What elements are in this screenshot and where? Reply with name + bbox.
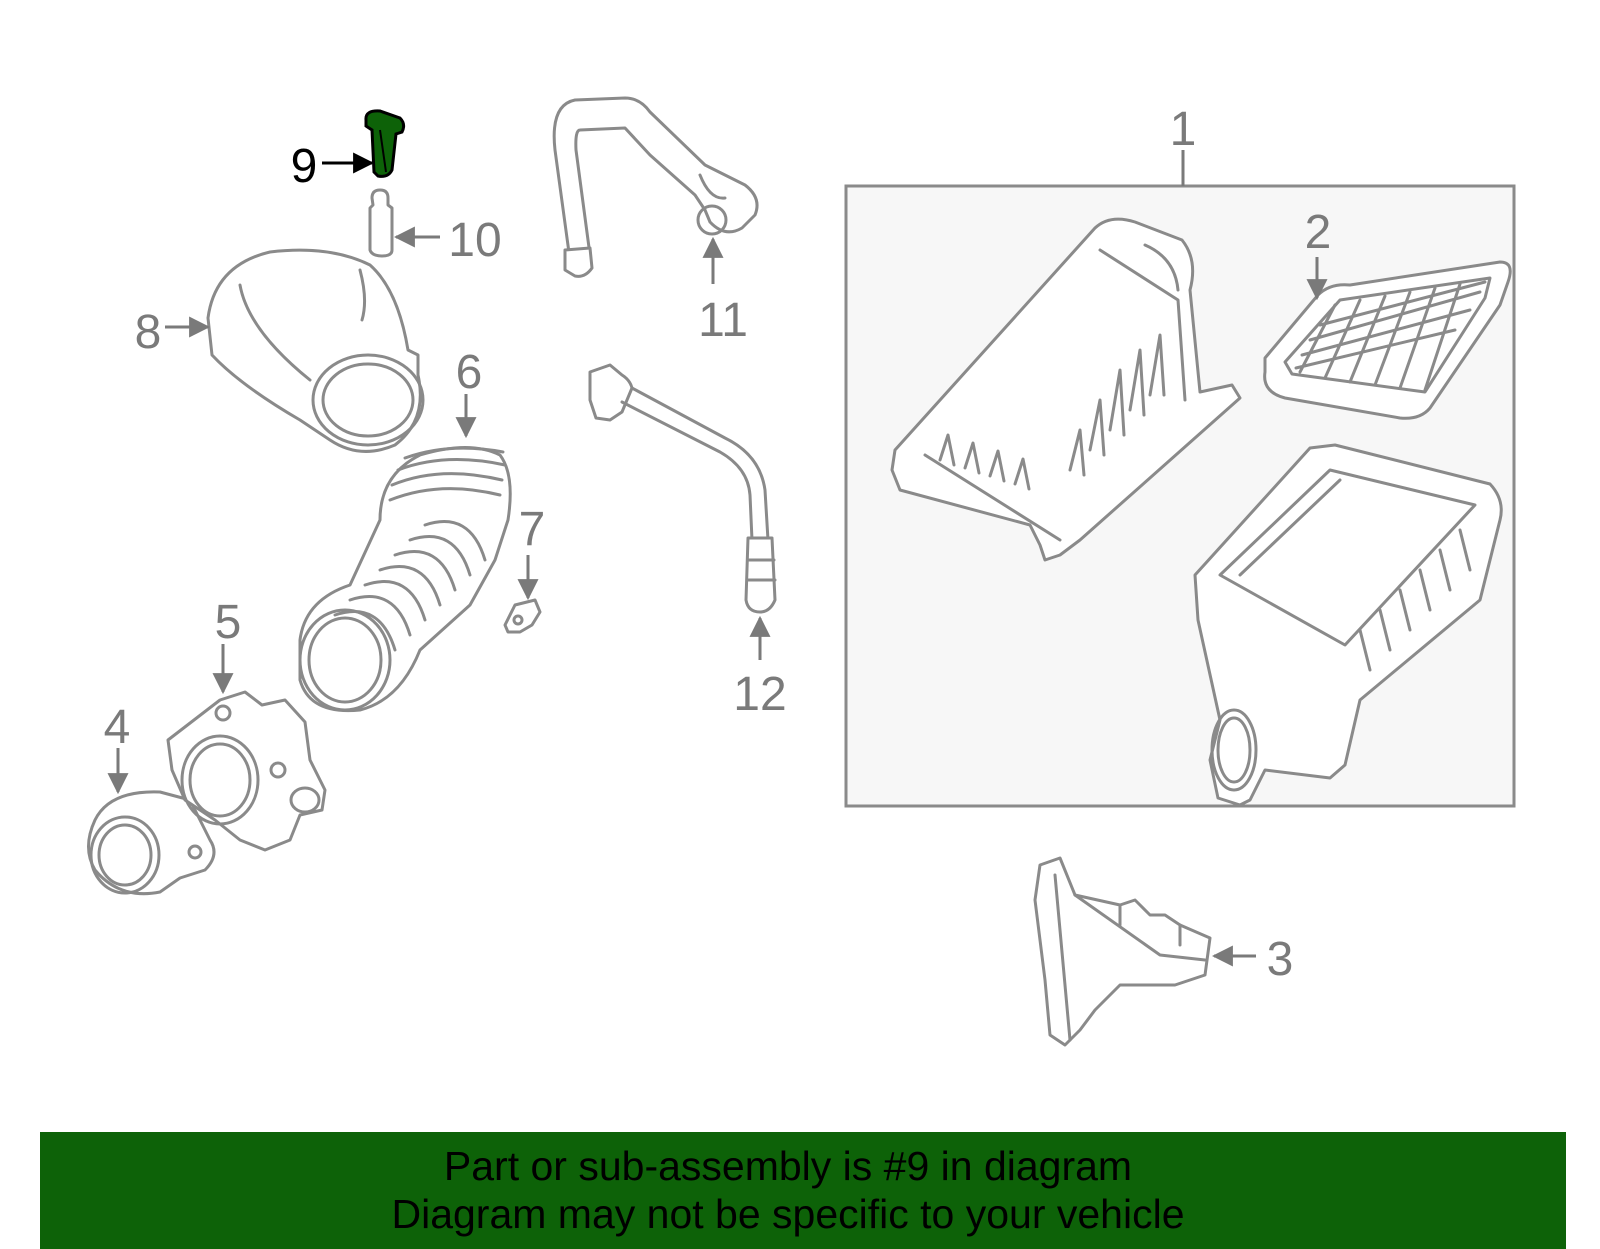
callout-7[interactable]: 7 [519,503,546,556]
callout-6[interactable]: 6 [456,346,483,399]
callout-3[interactable]: 3 [1267,933,1294,986]
part-5-maf-housing[interactable] [166,690,327,852]
callout-11[interactable]: 11 [698,294,748,347]
callout-8[interactable]: 8 [135,306,162,359]
part-11-vent-hose[interactable] [552,96,759,278]
part-4-coupler[interactable] [87,790,216,896]
callout-10[interactable]: 10 [448,214,501,267]
part-6-intake-duct[interactable] [298,446,512,713]
part-10-pin[interactable] [368,188,394,258]
callout-4[interactable]: 4 [104,701,131,754]
callout-2[interactable]: 2 [1305,206,1332,259]
info-banner: Part or sub-assembly is #9 in diagram Di… [40,1132,1566,1249]
part-1-air-cleaner-assembly[interactable] [844,150,1516,808]
callout-1[interactable]: 1 [1170,103,1197,156]
callout-5[interactable]: 5 [215,596,242,649]
banner-line-part: Part or sub-assembly is #9 in diagram [443,1143,1133,1189]
part-9-highlighted-part[interactable] [364,109,406,178]
banner-line-disclaimer: Diagram may not be specific to your vehi… [391,1191,1185,1237]
callout-9[interactable]: 9 [291,140,318,193]
part-8-air-elbow[interactable] [206,248,425,453]
callout-12[interactable]: 12 [733,668,786,721]
part-3-bracket[interactable] [1033,856,1212,1047]
part-12-vent-tube[interactable] [588,363,777,614]
part-7-clip[interactable] [503,598,542,634]
